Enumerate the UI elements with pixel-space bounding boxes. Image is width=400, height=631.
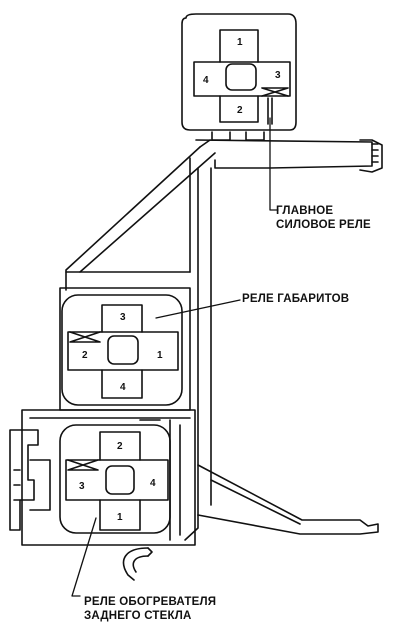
parking-relay-pin-bottom: 4 [120,382,126,393]
parking-lamp-relay: 3 2 1 4 [61,294,183,406]
rear-defogger-relay: 2 3 4 1 [59,424,171,534]
defogger-relay-pin-bottom: 1 [117,512,123,523]
defogger-relay-pin-left: 3 [79,481,85,492]
main-relay-pin-top: 1 [237,37,243,48]
main-power-relay: 1 4 3 2 [181,13,297,141]
main-relay-pin-right: 3 [275,70,281,81]
leader-lines [71,117,279,597]
defogger-relay-pin-top: 2 [117,441,123,452]
defogger-relay-label-line-2: ЗАДНЕГО СТЕКЛА [84,610,192,622]
main-relay-label-line-1: ГЛАВНОЕ [276,205,334,217]
main-relay-pin-bottom: 2 [237,105,243,116]
defogger-relay-label-line-1: РЕЛЕ ОБОГРЕВАТЕЛЯ [84,596,217,608]
main-relay-label-line-2: СИЛОВОЕ РЕЛЕ [276,219,371,231]
defogger-relay-label: РЕЛЕ ОБОГРЕВАТЕЛЯ ЗАДНЕГО СТЕКЛА [84,595,216,623]
main-relay-pin-left: 4 [203,75,209,86]
defogger-relay-pin-right: 4 [150,478,156,489]
parking-relay-pin-left: 2 [82,350,88,361]
main-relay-label: ГЛАВНОЕ СИЛОВОЕ РЕЛЕ [276,204,371,232]
parking-relay-pin-right: 1 [157,350,163,361]
main-relay-leader [269,117,279,211]
defogger-relay-leader [71,517,97,597]
parking-relay-label: РЕЛЕ ГАБАРИТОВ [242,292,349,306]
parking-relay-leader [155,299,241,319]
parking-relay-label-line-1: РЕЛЕ ГАБАРИТОВ [242,293,350,305]
parking-relay-pin-top: 3 [120,312,126,323]
